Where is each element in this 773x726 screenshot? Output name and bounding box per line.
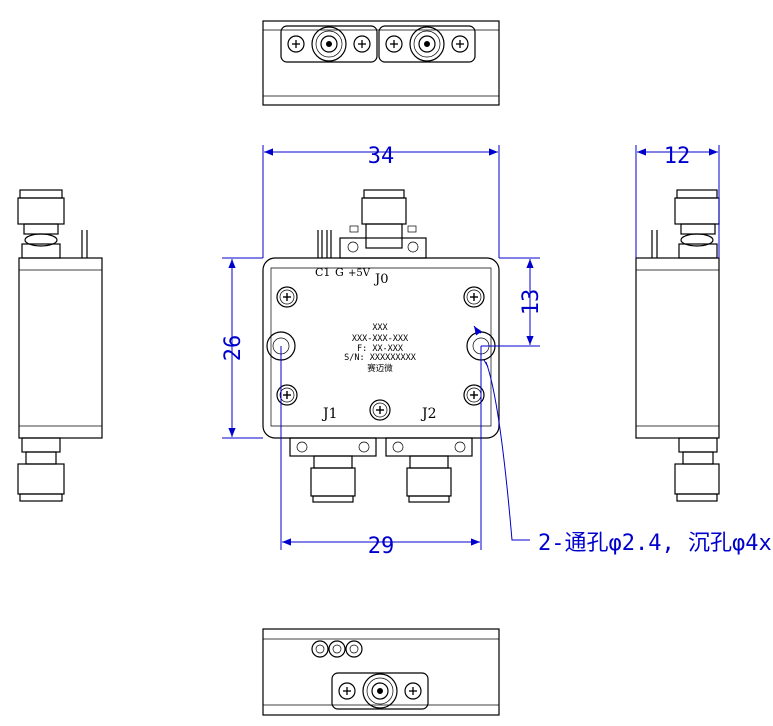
- dimensions: 34 26 29 13 12 2-通孔φ2.4, 沉孔φ4x90°: [221, 144, 773, 559]
- nameplate-line-5: 赛迈微: [367, 363, 393, 374]
- j0-connector: [339, 189, 427, 259]
- right-side-view: [635, 189, 720, 502]
- pin-label-g: G: [335, 266, 344, 279]
- j1-connector: [289, 437, 377, 503]
- top-view: [262, 20, 500, 106]
- port-label-j2: J2: [420, 406, 437, 422]
- port-label-j0: J0: [373, 272, 388, 287]
- j2-connector: [385, 437, 473, 503]
- screw-icon: [369, 399, 391, 421]
- housing-outline: [262, 257, 500, 439]
- nameplate-line-3: F: XX-XXX: [357, 344, 404, 354]
- screw-icon: [276, 384, 298, 406]
- nameplate-line-1: XXX: [372, 323, 388, 333]
- pin-label-5v: +5V: [348, 268, 371, 279]
- screw-icon: [276, 286, 298, 308]
- dim-depth: 12: [664, 144, 691, 169]
- dim-width: 34: [368, 144, 395, 169]
- feedthrough-pins: [311, 640, 363, 658]
- port-label-j1: J1: [321, 406, 338, 422]
- hole-callout: 2-通孔φ2.4, 沉孔φ4x90°: [538, 531, 773, 556]
- bottom-view: [262, 628, 500, 716]
- dim-hole-offset: 13: [519, 289, 544, 316]
- nameplate-line-4: S/N: XXXXXXXXX: [344, 353, 417, 363]
- dim-height: 26: [221, 335, 246, 362]
- left-side-view: [17, 189, 103, 502]
- pin-label-c1: C1: [315, 266, 330, 279]
- screw-icon: [463, 286, 485, 308]
- front-view: C1 G +5V J0 J1 J2 XXX XXX-XXX-XXX F: XX-…: [262, 189, 500, 503]
- nameplate: XXX XXX-XXX-XXX F: XX-XXX S/N: XXXXXXXXX…: [344, 323, 417, 374]
- dim-hole-spacing: 29: [368, 534, 395, 559]
- nameplate-line-2: XXX-XXX-XXX: [352, 334, 409, 344]
